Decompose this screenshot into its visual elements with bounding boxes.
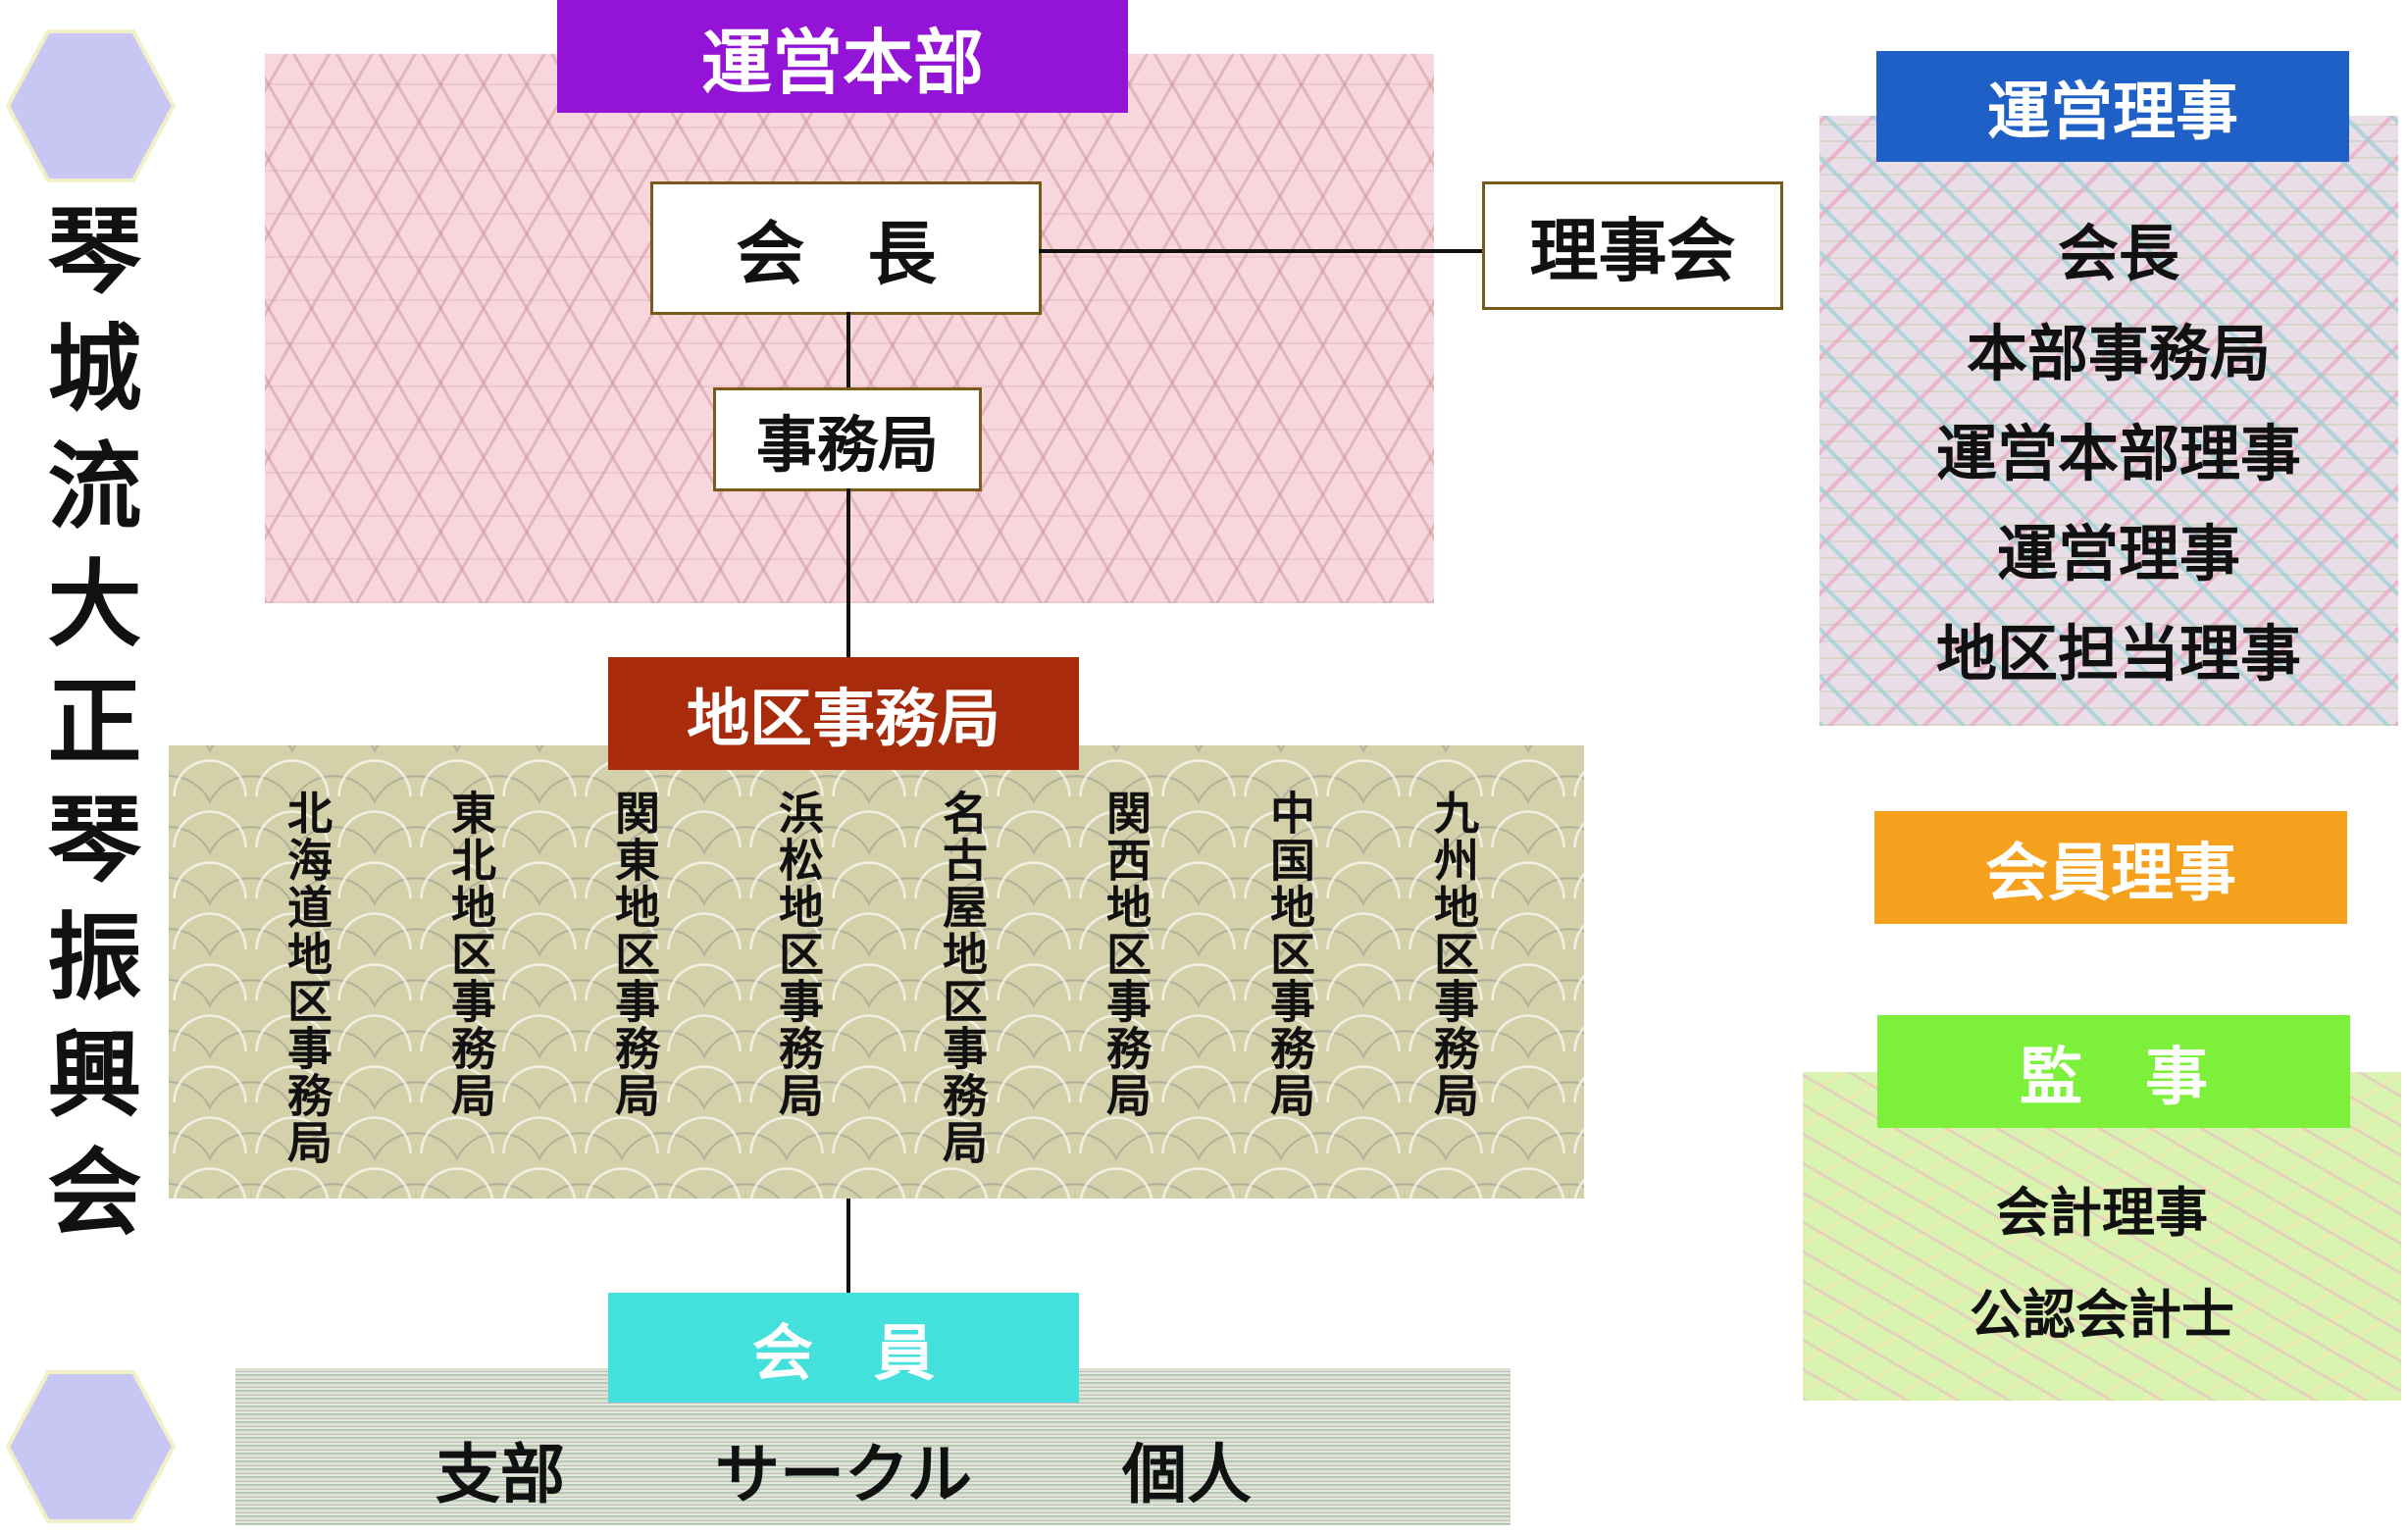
operating-director-item: 運営本部理事: [1935, 418, 2301, 489]
connector-chairman-board: [1039, 249, 1482, 253]
regional-office-kansai: 関西地区事務局: [1100, 790, 1153, 1119]
operating-directors-header: 運営理事: [1876, 51, 2349, 162]
members-header: 会 員: [608, 1293, 1079, 1403]
board-box: 理事会: [1482, 181, 1783, 310]
connector-secretariat-regional: [846, 488, 850, 657]
regional-office-kyushu: 九州地区事務局: [1427, 790, 1480, 1119]
chairman-box: 会 長: [650, 181, 1042, 315]
regional-office-nagoya: 名古屋地区事務局: [936, 790, 989, 1166]
auditor-item: 公認会計士: [1970, 1283, 2234, 1346]
member-type-branch: 支部: [435, 1436, 565, 1512]
regional-office-hamamatsu: 浜松地区事務局: [772, 790, 825, 1119]
hq-header: 運営本部: [557, 0, 1128, 113]
secretariat-box: 事務局: [713, 387, 982, 491]
member-directors-header: 会員理事: [1874, 811, 2347, 924]
hexagon-bottom: [5, 1370, 177, 1523]
operating-directors-panel: [1819, 116, 2398, 726]
member-type-circle: サークル: [714, 1436, 973, 1512]
regional-office-hokkaido: 北海道地区事務局: [281, 790, 333, 1166]
auditors-header: 監 事: [1877, 1015, 2350, 1128]
operating-director-item: 本部事務局: [1966, 318, 2271, 389]
operating-director-item: 地区担当理事: [1935, 618, 2301, 690]
auditor-item: 会計理事: [1996, 1181, 2208, 1244]
connector-chairman-secretariat: [846, 312, 850, 387]
operating-director-item: 運営理事: [1996, 518, 2240, 589]
regional-office-kanto: 関東地区事務局: [608, 790, 661, 1119]
member-type-individual: 個人: [1122, 1436, 1252, 1512]
regional-office-chugoku: 中国地区事務局: [1263, 790, 1316, 1119]
regional-office-tohoku: 東北地区事務局: [444, 790, 497, 1119]
operating-director-item: 会長: [2057, 218, 2179, 289]
org-name: 琴城流大正琴振興会: [31, 201, 142, 1260]
regional-header: 地区事務局: [608, 657, 1079, 770]
regional-panel: [169, 745, 1584, 1199]
hexagon-top: [5, 29, 177, 182]
connector-regional-members: [846, 1199, 850, 1295]
